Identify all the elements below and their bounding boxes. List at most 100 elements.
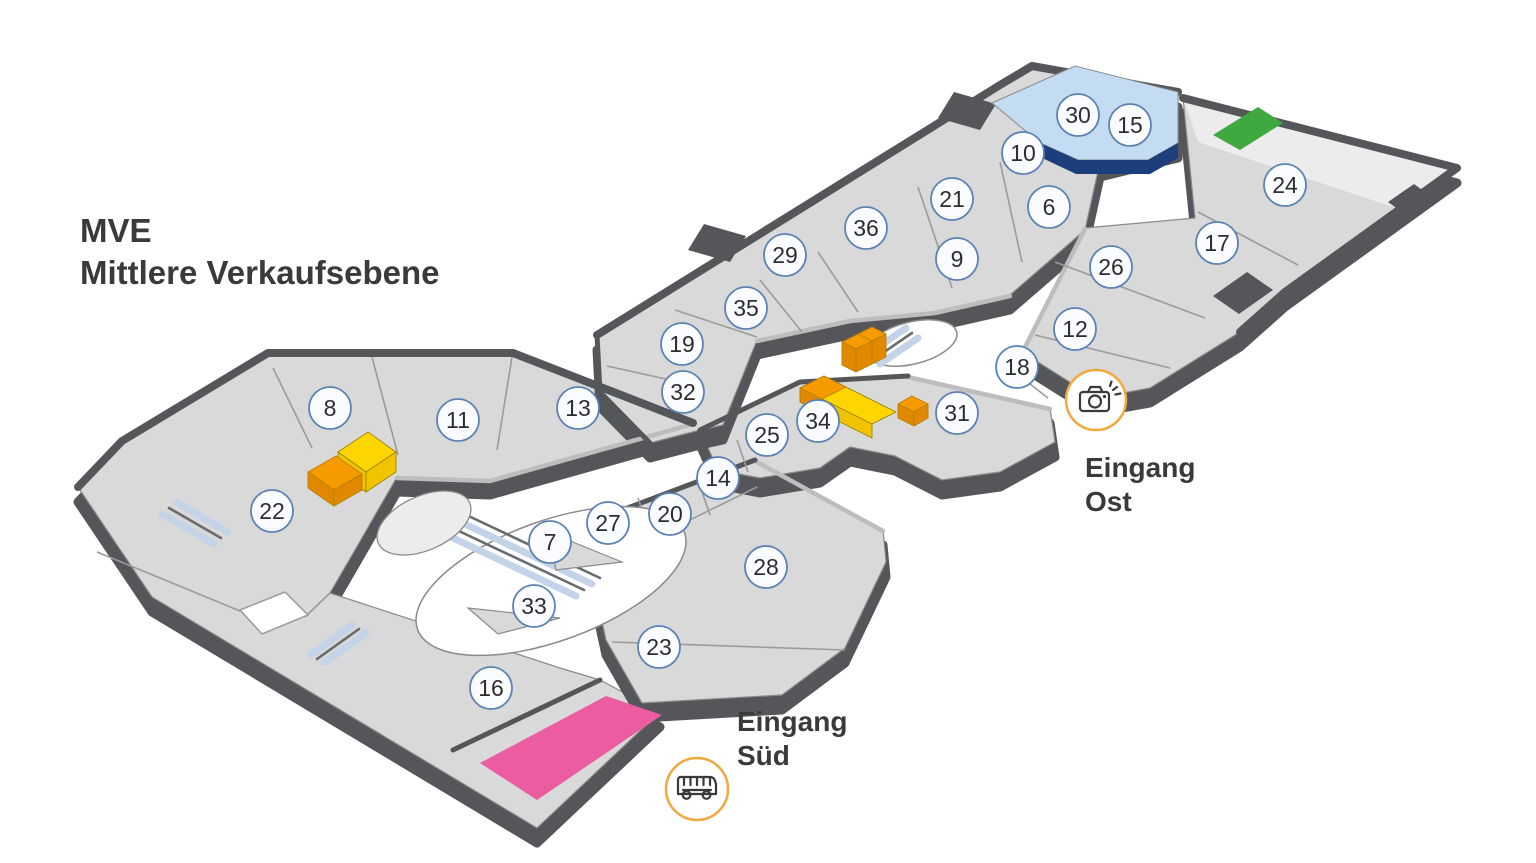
escalator-ramp-icon [167,506,223,540]
unit-number: 7 [544,529,557,555]
unit-circle [556,386,600,430]
unit-marker-33[interactable]: 33 [512,584,556,628]
unit-marker-9[interactable]: 9 [935,237,979,281]
unit-number: 30 [1065,102,1091,128]
unit-marker-18[interactable]: 18 [995,345,1039,389]
escalator-ramp-icon [315,627,361,661]
unit-marker-24[interactable]: 24 [1263,163,1307,207]
bus-icon [676,775,718,800]
unit-circle [512,584,556,628]
unit-circle [1056,93,1100,137]
unit-number: 18 [1004,354,1030,380]
pink-entrance-area [480,696,662,800]
unit-circle [724,286,768,330]
north-escalator-group [841,319,958,373]
unit-number: 17 [1204,230,1230,256]
unit-circle [844,206,888,250]
unit-circle [528,520,572,564]
unit-circle [469,666,513,710]
unit-circle [1108,103,1152,147]
unit-marker-23[interactable]: 23 [637,625,681,669]
page-title-line2: Mittlere Verkaufsebene [80,254,440,291]
unit-number: 35 [733,295,759,321]
step-edge [394,421,696,484]
escalator-ramp-icon [432,526,580,600]
unit-marker-28[interactable]: 28 [744,545,788,589]
unit-number: 8 [324,395,337,421]
unit-number: 26 [1098,254,1124,280]
entrance-south-label-line2: Süd [737,740,790,771]
step-edge [752,458,886,534]
escalator-ramp-icon [306,621,356,659]
escalator-ramp-icon [320,629,370,667]
step-edges [394,226,1088,534]
escalator-ramp-icon [442,522,586,592]
unit-circle [250,489,294,533]
unit-marker-31[interactable]: 31 [935,391,979,435]
unit-marker-6[interactable]: 6 [1027,185,1071,229]
unit-marker-17[interactable]: 17 [1195,221,1239,265]
unit-marker-32[interactable]: 32 [661,370,705,414]
unit-circle [745,413,789,457]
unit-marker-8[interactable]: 8 [308,386,352,430]
wall-protrusion [938,92,996,130]
unit-number: 29 [772,242,798,268]
west-escalator-icon [158,498,232,548]
camera-poi[interactable] [1064,368,1128,432]
unit-marker-20[interactable]: 20 [648,492,692,536]
step-edge [754,293,1013,344]
unit-number: 36 [853,215,879,241]
unit-number: 25 [754,422,780,448]
unit-circle [935,237,979,281]
unit-marker-21[interactable]: 21 [930,177,974,221]
unit-marker-11[interactable]: 11 [436,398,480,442]
step-edge [905,374,1053,412]
unit-number: 6 [1043,194,1056,220]
unit-marker-14[interactable]: 14 [696,456,740,500]
unit-marker-34[interactable]: 34 [796,399,840,443]
unit-marker-26[interactable]: 26 [1089,245,1133,289]
unit-circle [744,545,788,589]
unit-number: 34 [805,408,831,434]
unit-marker-12[interactable]: 12 [1053,307,1097,351]
unit-marker-15[interactable]: 15 [1108,103,1152,147]
divider [304,592,331,618]
wall-protrusion [688,224,746,262]
unit-marker-10[interactable]: 10 [1001,131,1045,175]
unit-circle [586,501,630,545]
unit-circle [1263,163,1307,207]
unit-marker-30[interactable]: 30 [1056,93,1100,137]
unit-marker-27[interactable]: 27 [586,501,630,545]
camera-icon-ring [1064,368,1128,432]
divider [736,439,749,473]
entrance-east-label-line2: Ost [1085,486,1132,517]
escalator-ramp-icon [172,498,232,536]
unit-circle [1001,131,1045,175]
unit-marker-13[interactable]: 13 [556,386,600,430]
escalator-ramp-icon [876,334,922,368]
unit-marker-25[interactable]: 25 [745,413,789,457]
unit-marker-36[interactable]: 36 [844,206,888,250]
unit-circle [796,399,840,443]
unit-marker-22[interactable]: 22 [250,489,294,533]
unit-number: 33 [521,593,547,619]
wall-band [697,373,911,433]
unit-circle [930,177,974,221]
divider [496,356,513,451]
page-title-line1: MVE [80,212,152,249]
entrance-east-label-line1: Eingang [1085,452,1195,483]
unit-circle [436,398,480,442]
unit-marker-16[interactable]: 16 [469,666,513,710]
wall-band [594,332,653,446]
unit-marker-19[interactable]: 19 [660,322,704,366]
wall-band [450,677,603,753]
unit-marker-35[interactable]: 35 [724,286,768,330]
unit-marker-7[interactable]: 7 [528,520,572,564]
unit-marker-29[interactable]: 29 [763,233,807,277]
unit-number: 27 [595,510,621,536]
bus-poi[interactable] [664,756,730,822]
unit-number: 20 [657,501,683,527]
unit-number: 22 [259,498,285,524]
